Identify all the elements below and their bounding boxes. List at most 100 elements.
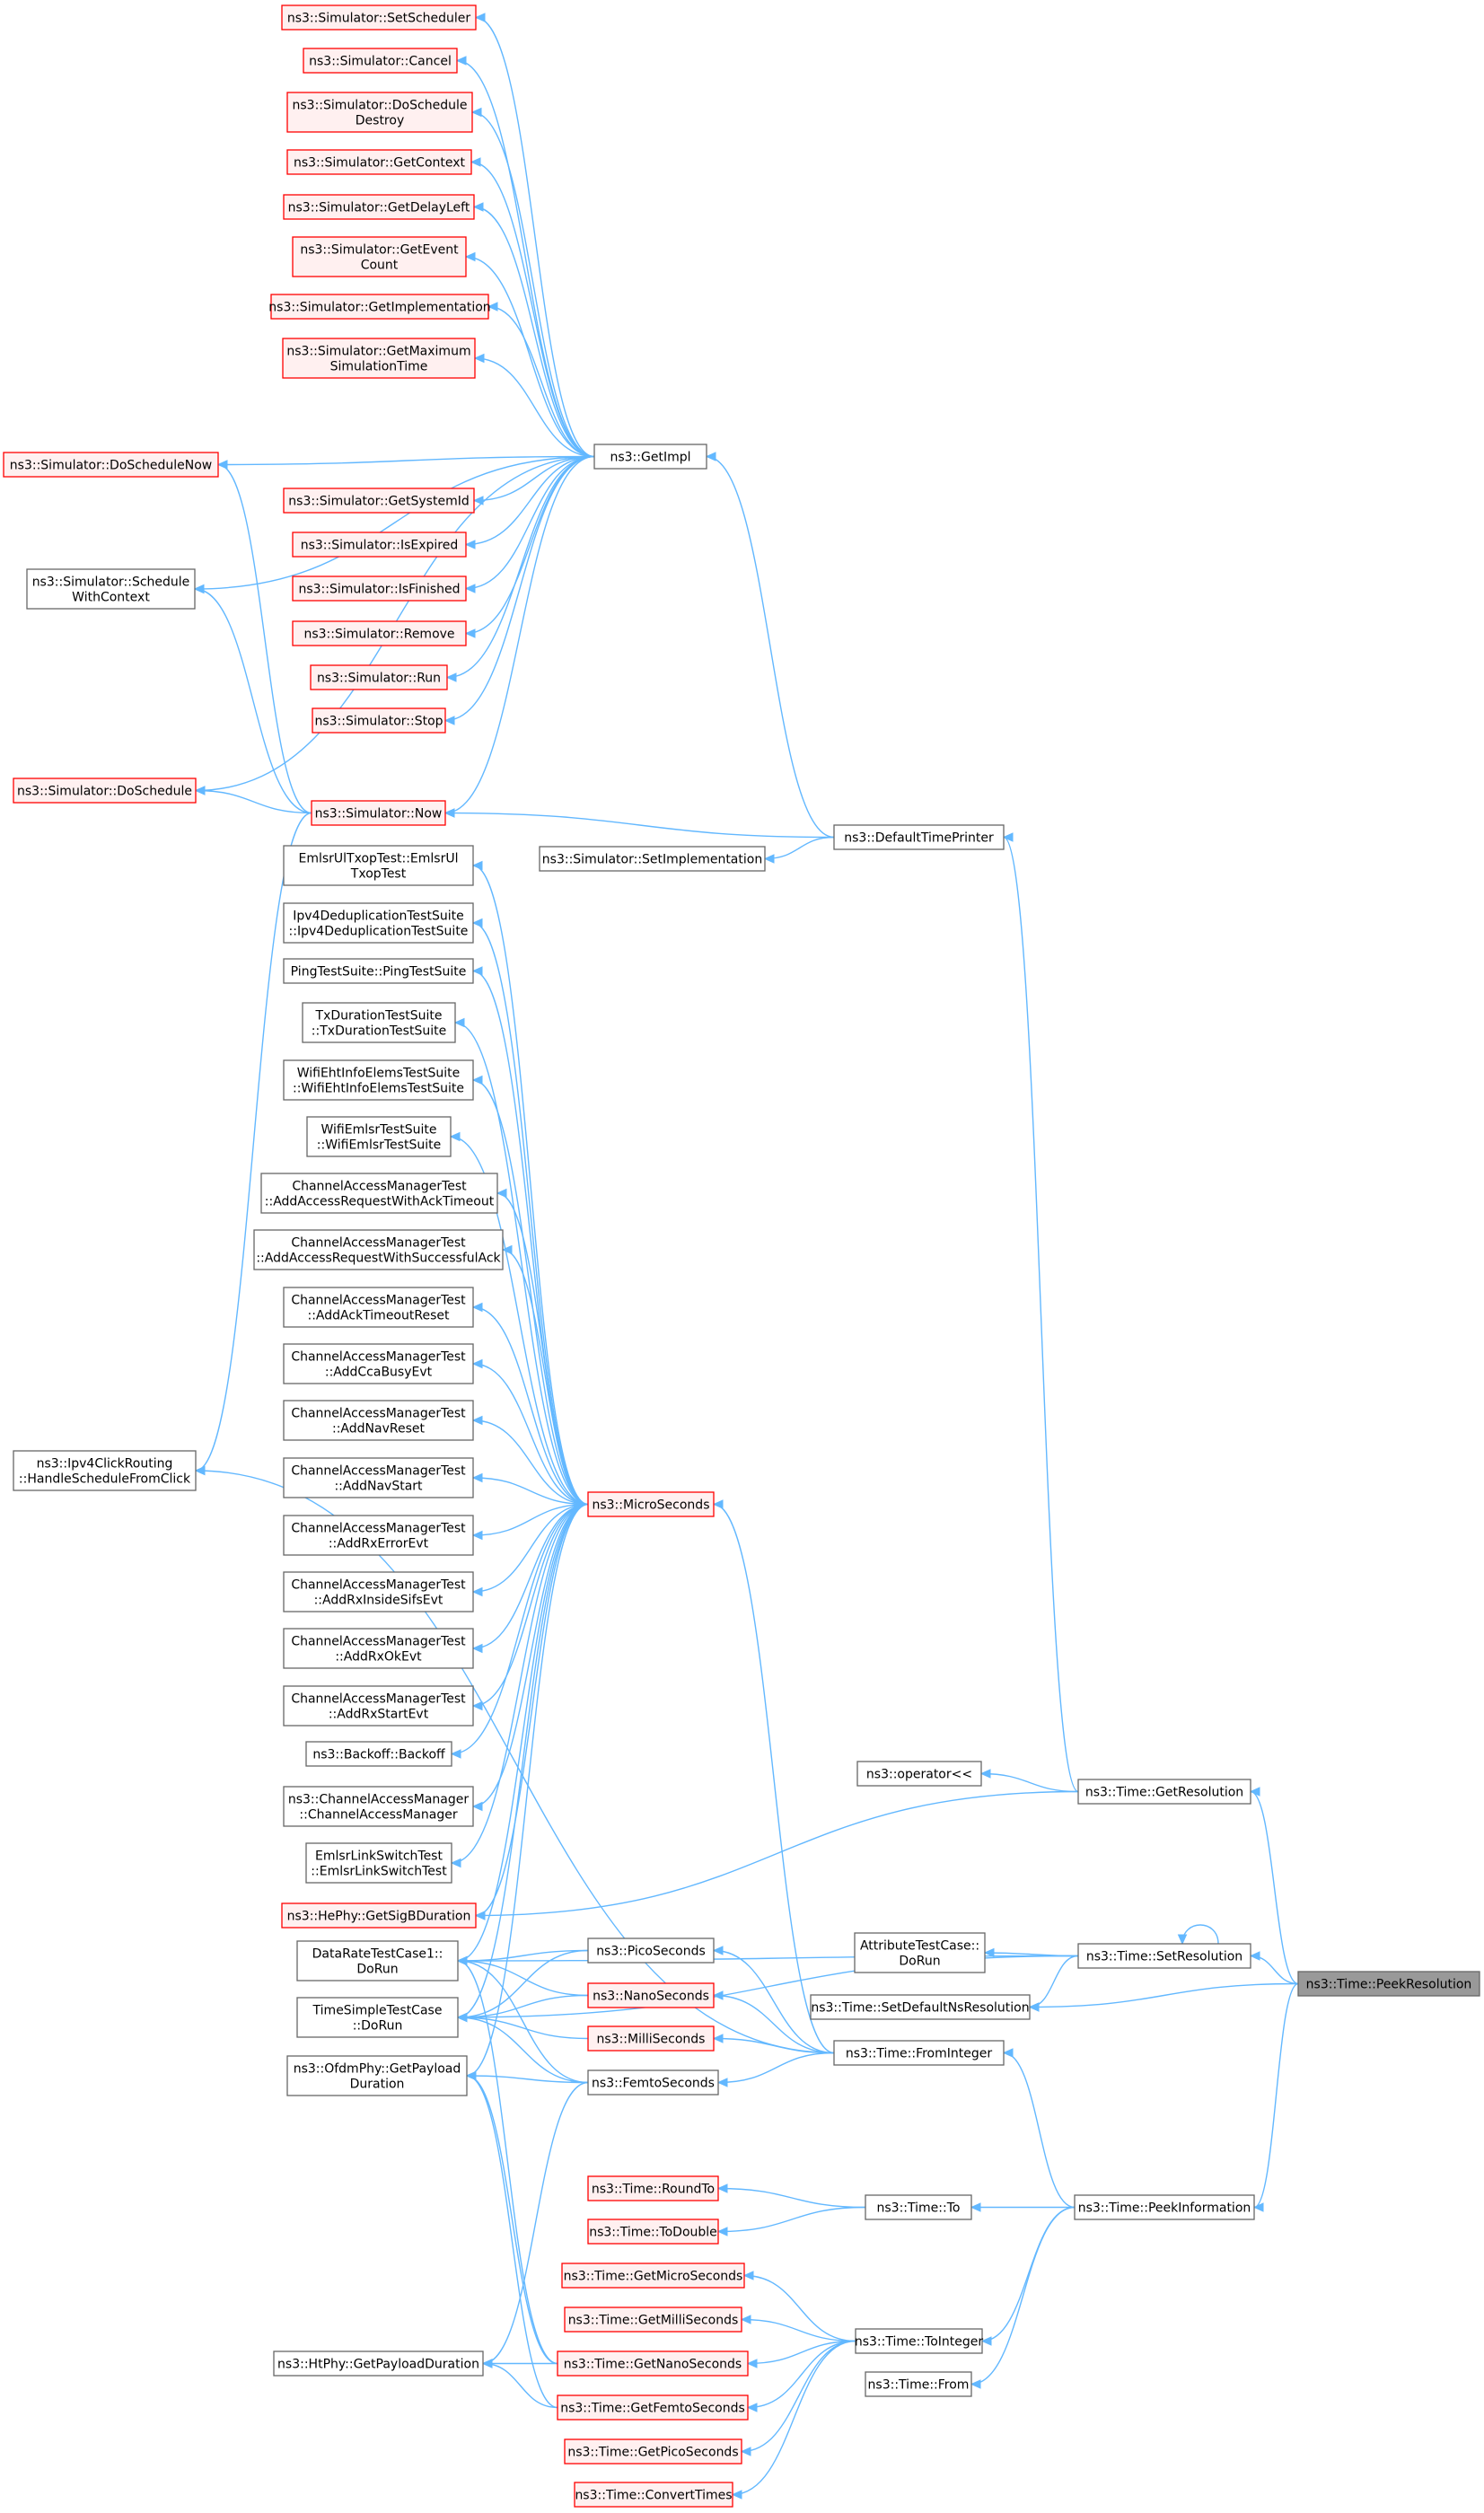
node-getdelayleft[interactable]: ns3::Simulator::GetDelayLeft — [283, 194, 475, 220]
node-femtoseconds[interactable]: ns3::FemtoSeconds — [587, 2069, 719, 2096]
node-setresolution[interactable]: ns3::Time::SetResolution — [1077, 1943, 1251, 1969]
call-edge-getnanoseconds-to-ofdmphy — [465, 2070, 558, 2365]
node-camt_rxerror[interactable]: ChannelAccessManagerTest::AddRxErrorEvt — [283, 1515, 474, 1556]
node-remove[interactable]: ns3::Simulator::Remove — [292, 620, 467, 646]
node-doschedulenow[interactable]: ns3::Simulator::DoScheduleNow — [3, 452, 219, 478]
node-run[interactable]: ns3::Simulator::Run — [310, 664, 448, 690]
node-getnanoseconds[interactable]: ns3::Time::GetNanoSeconds — [557, 2350, 749, 2377]
node-getmicroseconds[interactable]: ns3::Time::GetMicroSeconds — [561, 2263, 745, 2289]
edge-arrowhead — [712, 1499, 724, 1509]
node-timesimple[interactable]: TimeSimpleTestCase::DoRun — [296, 1997, 459, 2038]
node-label: ns3::Simulator::DoScheduleNow — [10, 459, 212, 473]
node-to[interactable]: ns3::Time::To — [865, 2194, 972, 2220]
node-datarate[interactable]: DataRateTestCase1::DoRun — [296, 1940, 459, 1981]
node-label: ns3::Simulator::GetImplementation — [268, 301, 490, 315]
node-pingtestsuite[interactable]: PingTestSuite::PingTestSuite — [283, 958, 474, 984]
node-getimpl[interactable]: ns3::GetImpl — [593, 444, 707, 470]
node-doschedule[interactable]: ns3::Simulator::DoSchedule — [13, 778, 197, 804]
node-label: ns3::Time::GetResolution — [1085, 1786, 1243, 1800]
call-edge-frominteger-to-picoseconds — [712, 1946, 835, 2054]
edge-arrowhead — [1249, 1787, 1260, 1797]
node-label: ns3::Time::ToDouble — [589, 2226, 717, 2240]
node-setimplementation[interactable]: ns3::Simulator::SetImplementation — [539, 846, 766, 872]
call-edge-microseconds-to-camt_acktoreset — [471, 1302, 589, 1506]
node-wifieht[interactable]: WifiEhtInfoElemsTestSuite::WifiEhtInfoEl… — [283, 1059, 474, 1101]
node-camt_acktoreset[interactable]: ChannelAccessManagerTest::AddAckTimeoutR… — [283, 1287, 474, 1328]
node-label: EmlsrLinkSwitchTest — [315, 1850, 443, 1864]
node-picoseconds[interactable]: ns3::PicoSeconds — [587, 1937, 715, 1964]
node-box — [833, 824, 1005, 850]
node-stop[interactable]: ns3::Simulator::Stop — [312, 707, 446, 734]
call-edge-getimpl-to-setscheduler — [474, 13, 595, 458]
node-emlsrlink[interactable]: EmlsrLinkSwitchTest::EmlsrLinkSwitchTest — [305, 1842, 452, 1884]
node-wifiemlsr[interactable]: WifiEmlsrTestSuite::WifiEmlsrTestSuite — [306, 1116, 452, 1157]
edge-line — [195, 1470, 835, 2054]
edge-line — [457, 1949, 589, 2018]
node-camt_rxok[interactable]: ChannelAccessManagerTest::AddRxOkEvt — [283, 1628, 474, 1669]
edge-line — [472, 1503, 589, 1707]
node-operatorll[interactable]: ns3::operator<< — [856, 1761, 982, 1787]
node-converttimes[interactable]: ns3::Time::ConvertTimes — [574, 2482, 733, 2508]
node-todouble[interactable]: ns3::Time::ToDouble — [587, 2219, 719, 2245]
node-now[interactable]: ns3::Simulator::Now — [311, 800, 446, 826]
node-cam[interactable]: ns3::ChannelAccessManager::ChannelAccess… — [283, 1786, 474, 1827]
edge-arrowhead — [471, 1643, 483, 1654]
node-microseconds[interactable]: ns3::MicroSeconds — [587, 1491, 715, 1517]
node-camt_rxsifs[interactable]: ChannelAccessManagerTest::AddRxInsideSif… — [283, 1571, 474, 1612]
node-camt_succack[interactable]: ChannelAccessManagerTest::AddAccessReque… — [253, 1229, 504, 1270]
node-isfinished[interactable]: ns3::Simulator::IsFinished — [292, 576, 467, 602]
node-box — [855, 2328, 983, 2354]
edge-line — [475, 1790, 1079, 1917]
call-edge-getnanoseconds-to-datarate — [456, 1955, 558, 2365]
node-label: ns3::OfdmPhy::GetPayload — [294, 2062, 461, 2077]
node-getpicoseconds[interactable]: ns3::Time::GetPicoSeconds — [564, 2438, 742, 2465]
node-camt_rxstart[interactable]: ChannelAccessManagerTest::AddRxStartEvt — [283, 1685, 474, 1727]
node-camt_ccabusy[interactable]: ChannelAccessManagerTest::AddCcaBusyEvt — [283, 1343, 474, 1384]
node-nanoseconds[interactable]: ns3::NanoSeconds — [587, 1982, 715, 2008]
node-box — [283, 845, 474, 886]
node-peekinformation[interactable]: ns3::Time::PeekInformation — [1074, 2194, 1255, 2220]
node-getresolution[interactable]: ns3::Time::GetResolution — [1077, 1779, 1251, 1805]
node-getfemtoseconds[interactable]: ns3::Time::GetFemtoSeconds — [557, 2394, 749, 2421]
node-cancel[interactable]: ns3::Simulator::Cancel — [303, 48, 458, 74]
node-label: ns3::Simulator::IsFinished — [298, 583, 460, 597]
edge-arrowhead — [471, 1075, 483, 1085]
node-setdefaultns[interactable]: ns3::Time::SetDefaultNsResolution — [810, 1994, 1031, 2020]
node-camt_navstart[interactable]: ChannelAccessManagerTest::AddNavStart — [283, 1457, 474, 1498]
node-frominteger[interactable]: ns3::Time::FromInteger — [833, 2040, 1005, 2066]
call-edge-microseconds-to-wifiemlsr — [449, 1131, 589, 1506]
node-getcontext[interactable]: ns3::Simulator::GetContext — [286, 149, 472, 175]
node-from[interactable]: ns3::Time::From — [865, 2371, 972, 2397]
node-label: EmlsrUlTxopTest::EmlsrUl — [299, 852, 459, 866]
node-label: ns3::operator<< — [866, 1768, 972, 1782]
node-camt_ackto[interactable]: ChannelAccessManagerTest::AddAccessReque… — [260, 1173, 498, 1214]
edge-arrowhead — [194, 1465, 206, 1476]
node-defaulttimeprinter[interactable]: ns3::DefaultTimePrinter — [833, 824, 1005, 850]
node-milliseconds[interactable]: ns3::MilliSeconds — [587, 2025, 715, 2052]
node-getsystemid[interactable]: ns3::Simulator::GetSystemId — [283, 488, 475, 514]
node-roundto[interactable]: ns3::Time::RoundTo — [587, 2175, 719, 2201]
node-emlsrultxop[interactable]: EmlsrUlTxopTest::EmlsrUlTxopTest — [283, 845, 474, 886]
node-box — [283, 488, 475, 514]
node-txduration[interactable]: TxDurationTestSuite::TxDurationTestSuite — [302, 1002, 456, 1043]
node-ipv4click[interactable]: ns3::Ipv4ClickRouting::HandleScheduleFro… — [13, 1450, 197, 1491]
node-camt_navreset[interactable]: ChannelAccessManagerTest::AddNavReset — [283, 1400, 474, 1441]
node-attrtest[interactable]: AttributeTestCase::DoRun — [854, 1932, 986, 1973]
node-box — [283, 1515, 474, 1556]
node-hephy[interactable]: ns3::HePhy::GetSigBDuration — [281, 1902, 477, 1929]
node-getmilliseconds[interactable]: ns3::Time::GetMilliSeconds — [564, 2307, 742, 2333]
node-ipv4dedup[interactable]: Ipv4DeduplicationTestSuite::Ipv4Deduplic… — [283, 902, 474, 944]
node-htphy[interactable]: ns3::HtPhy::GetPayloadDuration — [273, 2350, 484, 2377]
node-backoff[interactable]: ns3::Backoff::Backoff — [305, 1741, 452, 1767]
edge-line — [451, 1503, 589, 1864]
node-getimplementation[interactable]: ns3::Simulator::GetImplementation — [268, 294, 491, 320]
node-ofdmphy[interactable]: ns3::OfdmPhy::GetPayloadDuration — [286, 2055, 468, 2096]
node-setscheduler[interactable]: ns3::Simulator::SetScheduler — [281, 4, 477, 31]
node-isexpired[interactable]: ns3::Simulator::IsExpired — [292, 532, 467, 558]
edge-line — [1253, 1982, 1299, 2209]
node-tointeger[interactable]: ns3::Time::ToInteger — [855, 2328, 984, 2354]
